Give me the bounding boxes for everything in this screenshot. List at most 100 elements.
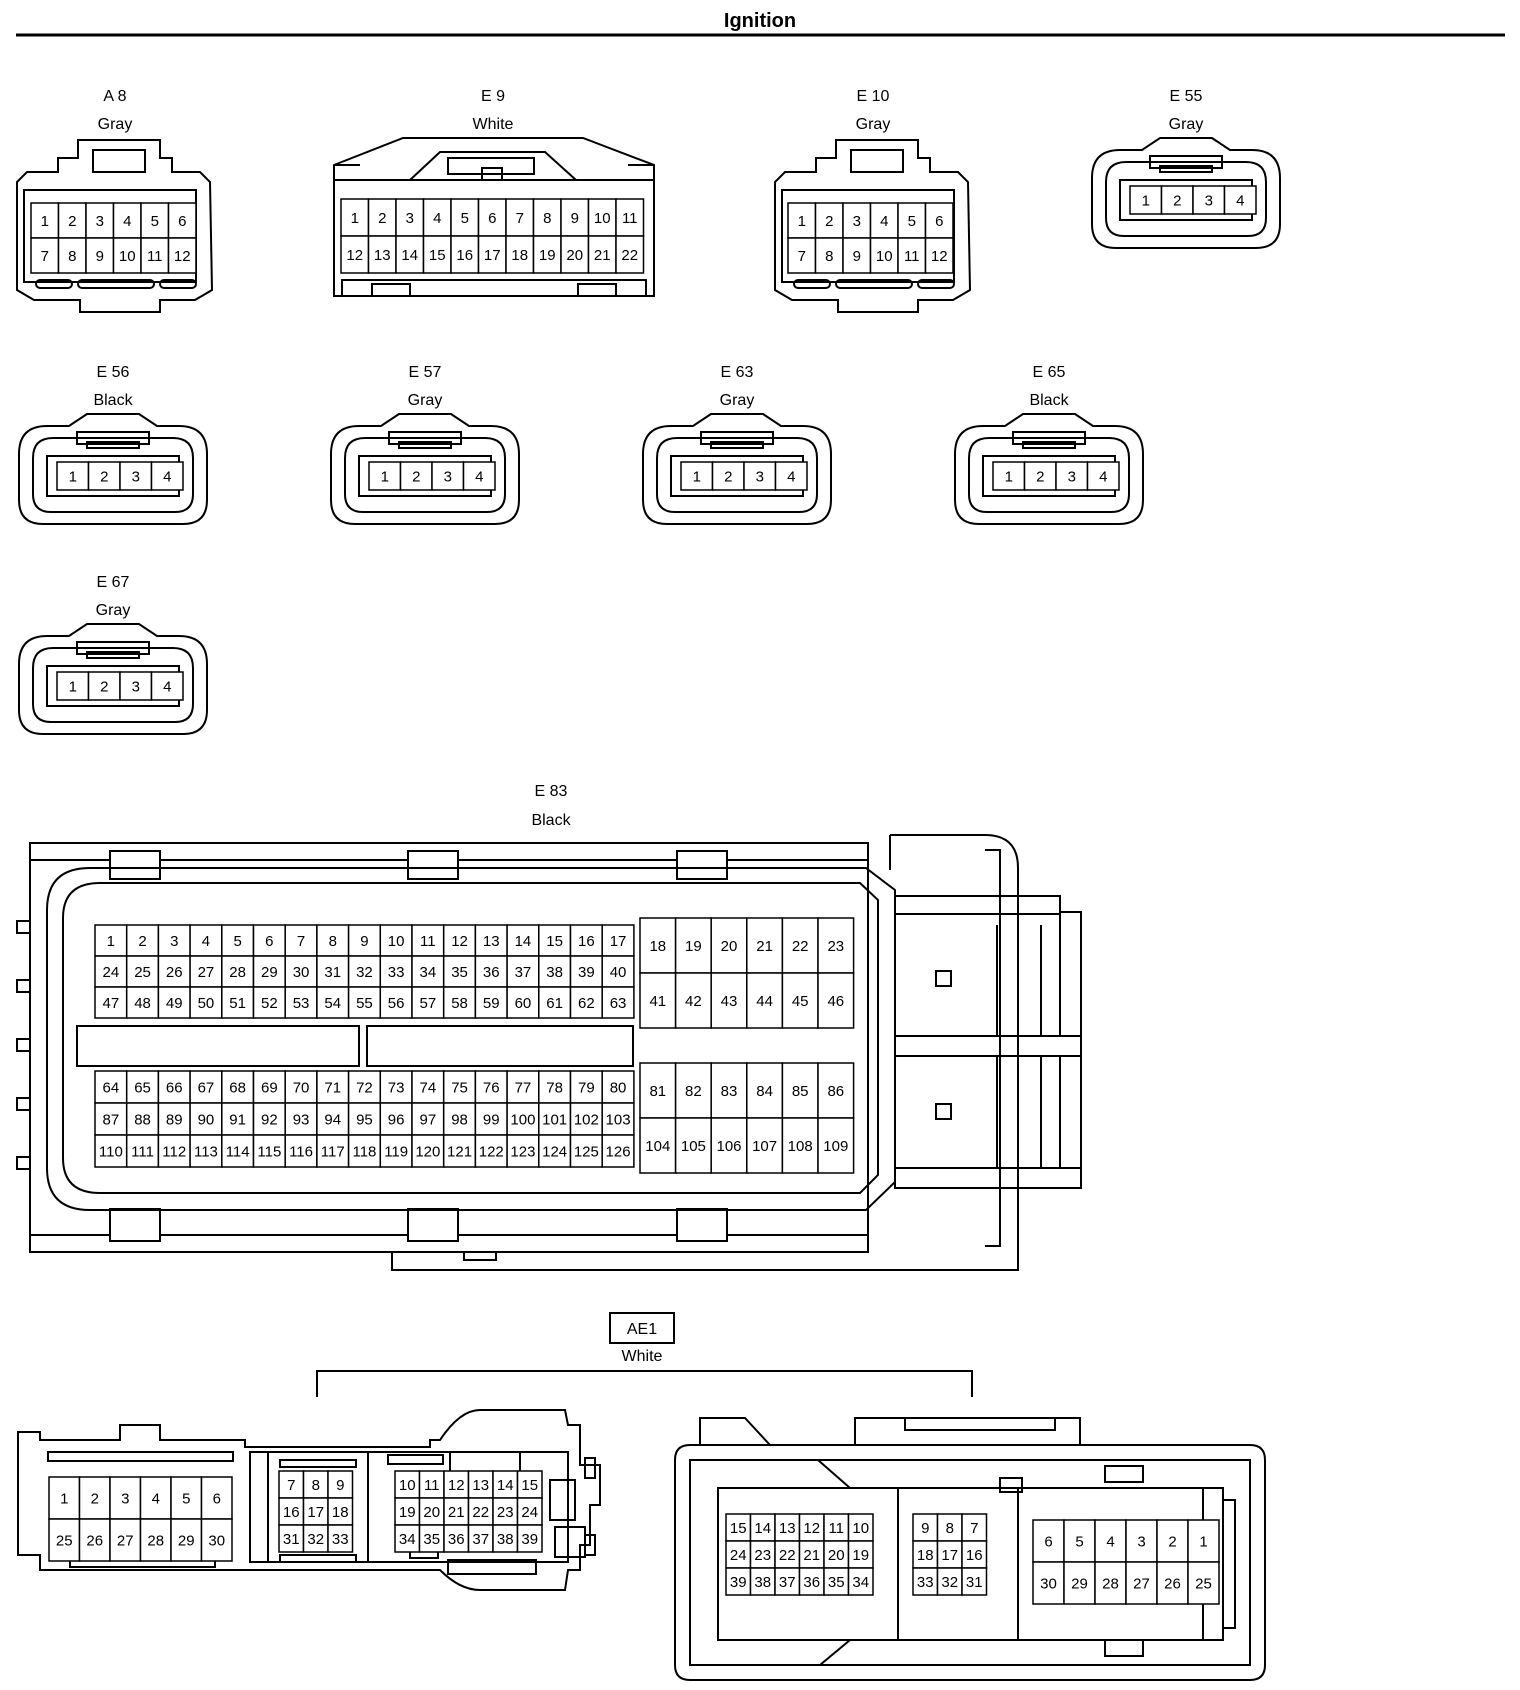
pin-number: 85 bbox=[792, 1083, 809, 1100]
pin-number: 36 bbox=[803, 1574, 820, 1591]
e83-pin-33: 33 bbox=[379, 955, 413, 988]
pin-cell bbox=[1223, 185, 1257, 215]
ae1-left-pin-28: 28 bbox=[139, 1518, 172, 1562]
pin-number: 61 bbox=[546, 995, 563, 1012]
pin-number: 78 bbox=[546, 1080, 563, 1097]
e83-pin-110: 110 bbox=[94, 1134, 128, 1168]
ae1-left-pin-22: 22 bbox=[467, 1497, 494, 1526]
pin-number: 36 bbox=[448, 1531, 465, 1548]
pin-cell bbox=[601, 1102, 635, 1136]
pin-number: 32 bbox=[356, 964, 373, 981]
pin-cell bbox=[746, 1117, 784, 1174]
pin-cell bbox=[710, 917, 748, 974]
e83-pin-25: 25 bbox=[125, 955, 160, 988]
e83-pin-56: 56 bbox=[379, 986, 413, 1019]
e9-pin-20: 20 bbox=[560, 235, 590, 274]
pin-cell bbox=[347, 1134, 382, 1168]
e83-pin-24: 24 bbox=[94, 955, 128, 988]
connector-e63-color: Gray bbox=[720, 392, 755, 409]
a8-pin-3: 3 bbox=[85, 202, 115, 239]
ae1-left-pin-35: 35 bbox=[418, 1524, 445, 1553]
pin-number: 68 bbox=[229, 1080, 246, 1097]
pin-number: 4 bbox=[475, 469, 483, 486]
pin-number: 63 bbox=[610, 995, 627, 1012]
e56-pin-4: 4 bbox=[150, 461, 184, 491]
pin-number: 125 bbox=[574, 1144, 599, 1161]
pin-cell bbox=[56, 671, 90, 701]
pin-cell bbox=[139, 1518, 172, 1562]
e83-pin-66: 66 bbox=[157, 1070, 191, 1104]
pin-cell bbox=[30, 202, 60, 239]
ae1-right-pin-21: 21 bbox=[798, 1540, 825, 1569]
ae1-right-pin-38: 38 bbox=[749, 1567, 776, 1596]
ae1-left-pin-23: 23 bbox=[492, 1497, 519, 1526]
e10-pin-6: 6 bbox=[924, 202, 954, 239]
pin-number: 15 bbox=[730, 1520, 747, 1537]
e83-pin-97: 97 bbox=[411, 1102, 445, 1136]
pin-number: 33 bbox=[917, 1574, 934, 1591]
pin-number: 90 bbox=[198, 1112, 215, 1129]
pin-number: 2 bbox=[138, 933, 146, 950]
pin-cell bbox=[674, 1117, 712, 1174]
pin-number: 72 bbox=[356, 1080, 373, 1097]
ae1-right-pin-20: 20 bbox=[823, 1540, 850, 1569]
pin-cell bbox=[1160, 185, 1194, 215]
e83-pin-104: 104 bbox=[639, 1117, 677, 1174]
connector-a8-color: Gray bbox=[98, 116, 133, 133]
pin-number: 86 bbox=[827, 1083, 844, 1100]
pin-number: 19 bbox=[539, 247, 556, 264]
e10-pin-9: 9 bbox=[842, 237, 872, 274]
e83-pin-65: 65 bbox=[125, 1070, 160, 1104]
e83-pin-2: 2 bbox=[125, 924, 160, 957]
pin-cell bbox=[842, 202, 872, 239]
pin-number: 8 bbox=[825, 248, 833, 265]
pin-cell bbox=[87, 671, 121, 701]
pin-number: 24 bbox=[521, 1504, 538, 1521]
e67-pin-4: 4 bbox=[150, 671, 184, 701]
pin-number: 26 bbox=[86, 1533, 103, 1550]
pin-number: 94 bbox=[324, 1112, 341, 1129]
e83-pin-58: 58 bbox=[442, 986, 477, 1019]
e65-pin-3: 3 bbox=[1055, 461, 1089, 491]
e83-pin-26: 26 bbox=[157, 955, 191, 988]
pin-number: 100 bbox=[510, 1112, 535, 1129]
pin-number: 91 bbox=[229, 1112, 246, 1129]
pin-number: 1 bbox=[69, 679, 77, 696]
e9-pin-2: 2 bbox=[367, 198, 397, 237]
ae1-left-pin-14: 14 bbox=[492, 1470, 519, 1499]
pin-cell bbox=[252, 955, 286, 988]
e83-pin-50: 50 bbox=[189, 986, 223, 1019]
pin-number: 11 bbox=[424, 1477, 440, 1494]
pin-number: 25 bbox=[134, 964, 151, 981]
connector-a8-name: A 8 bbox=[103, 88, 126, 105]
e10-pin-3: 3 bbox=[842, 202, 872, 239]
ae1-right-pin-2: 2 bbox=[1156, 1519, 1189, 1563]
connector-ae1: AE1 White bbox=[17, 1312, 1266, 1681]
connector-ae1-name: AE1 bbox=[627, 1321, 657, 1338]
connector-e10-color: Gray bbox=[856, 116, 891, 133]
pin-number: 7 bbox=[798, 248, 806, 265]
e83-pin-70: 70 bbox=[284, 1070, 318, 1104]
pin-number: 64 bbox=[103, 1080, 120, 1097]
pin-number: 110 bbox=[99, 1144, 123, 1161]
e83-pin-120: 120 bbox=[411, 1134, 445, 1168]
pin-number: 84 bbox=[756, 1083, 773, 1100]
pin-cell bbox=[467, 1497, 494, 1526]
connector-e9-name: E 9 bbox=[481, 88, 505, 105]
pin-number: 35 bbox=[451, 964, 468, 981]
connector-e10-housing bbox=[774, 139, 972, 313]
connector-ae1-name-box bbox=[609, 1312, 675, 1344]
pin-cell bbox=[418, 1524, 445, 1553]
e83-pin-23: 23 bbox=[817, 917, 855, 974]
connector-ae1-bracket bbox=[316, 1370, 973, 1397]
e83-pin-46: 46 bbox=[817, 972, 855, 1029]
ae1-left-pin-34: 34 bbox=[394, 1524, 421, 1553]
connector-e67-housing bbox=[18, 623, 208, 735]
pin-number: 1 bbox=[107, 933, 115, 950]
